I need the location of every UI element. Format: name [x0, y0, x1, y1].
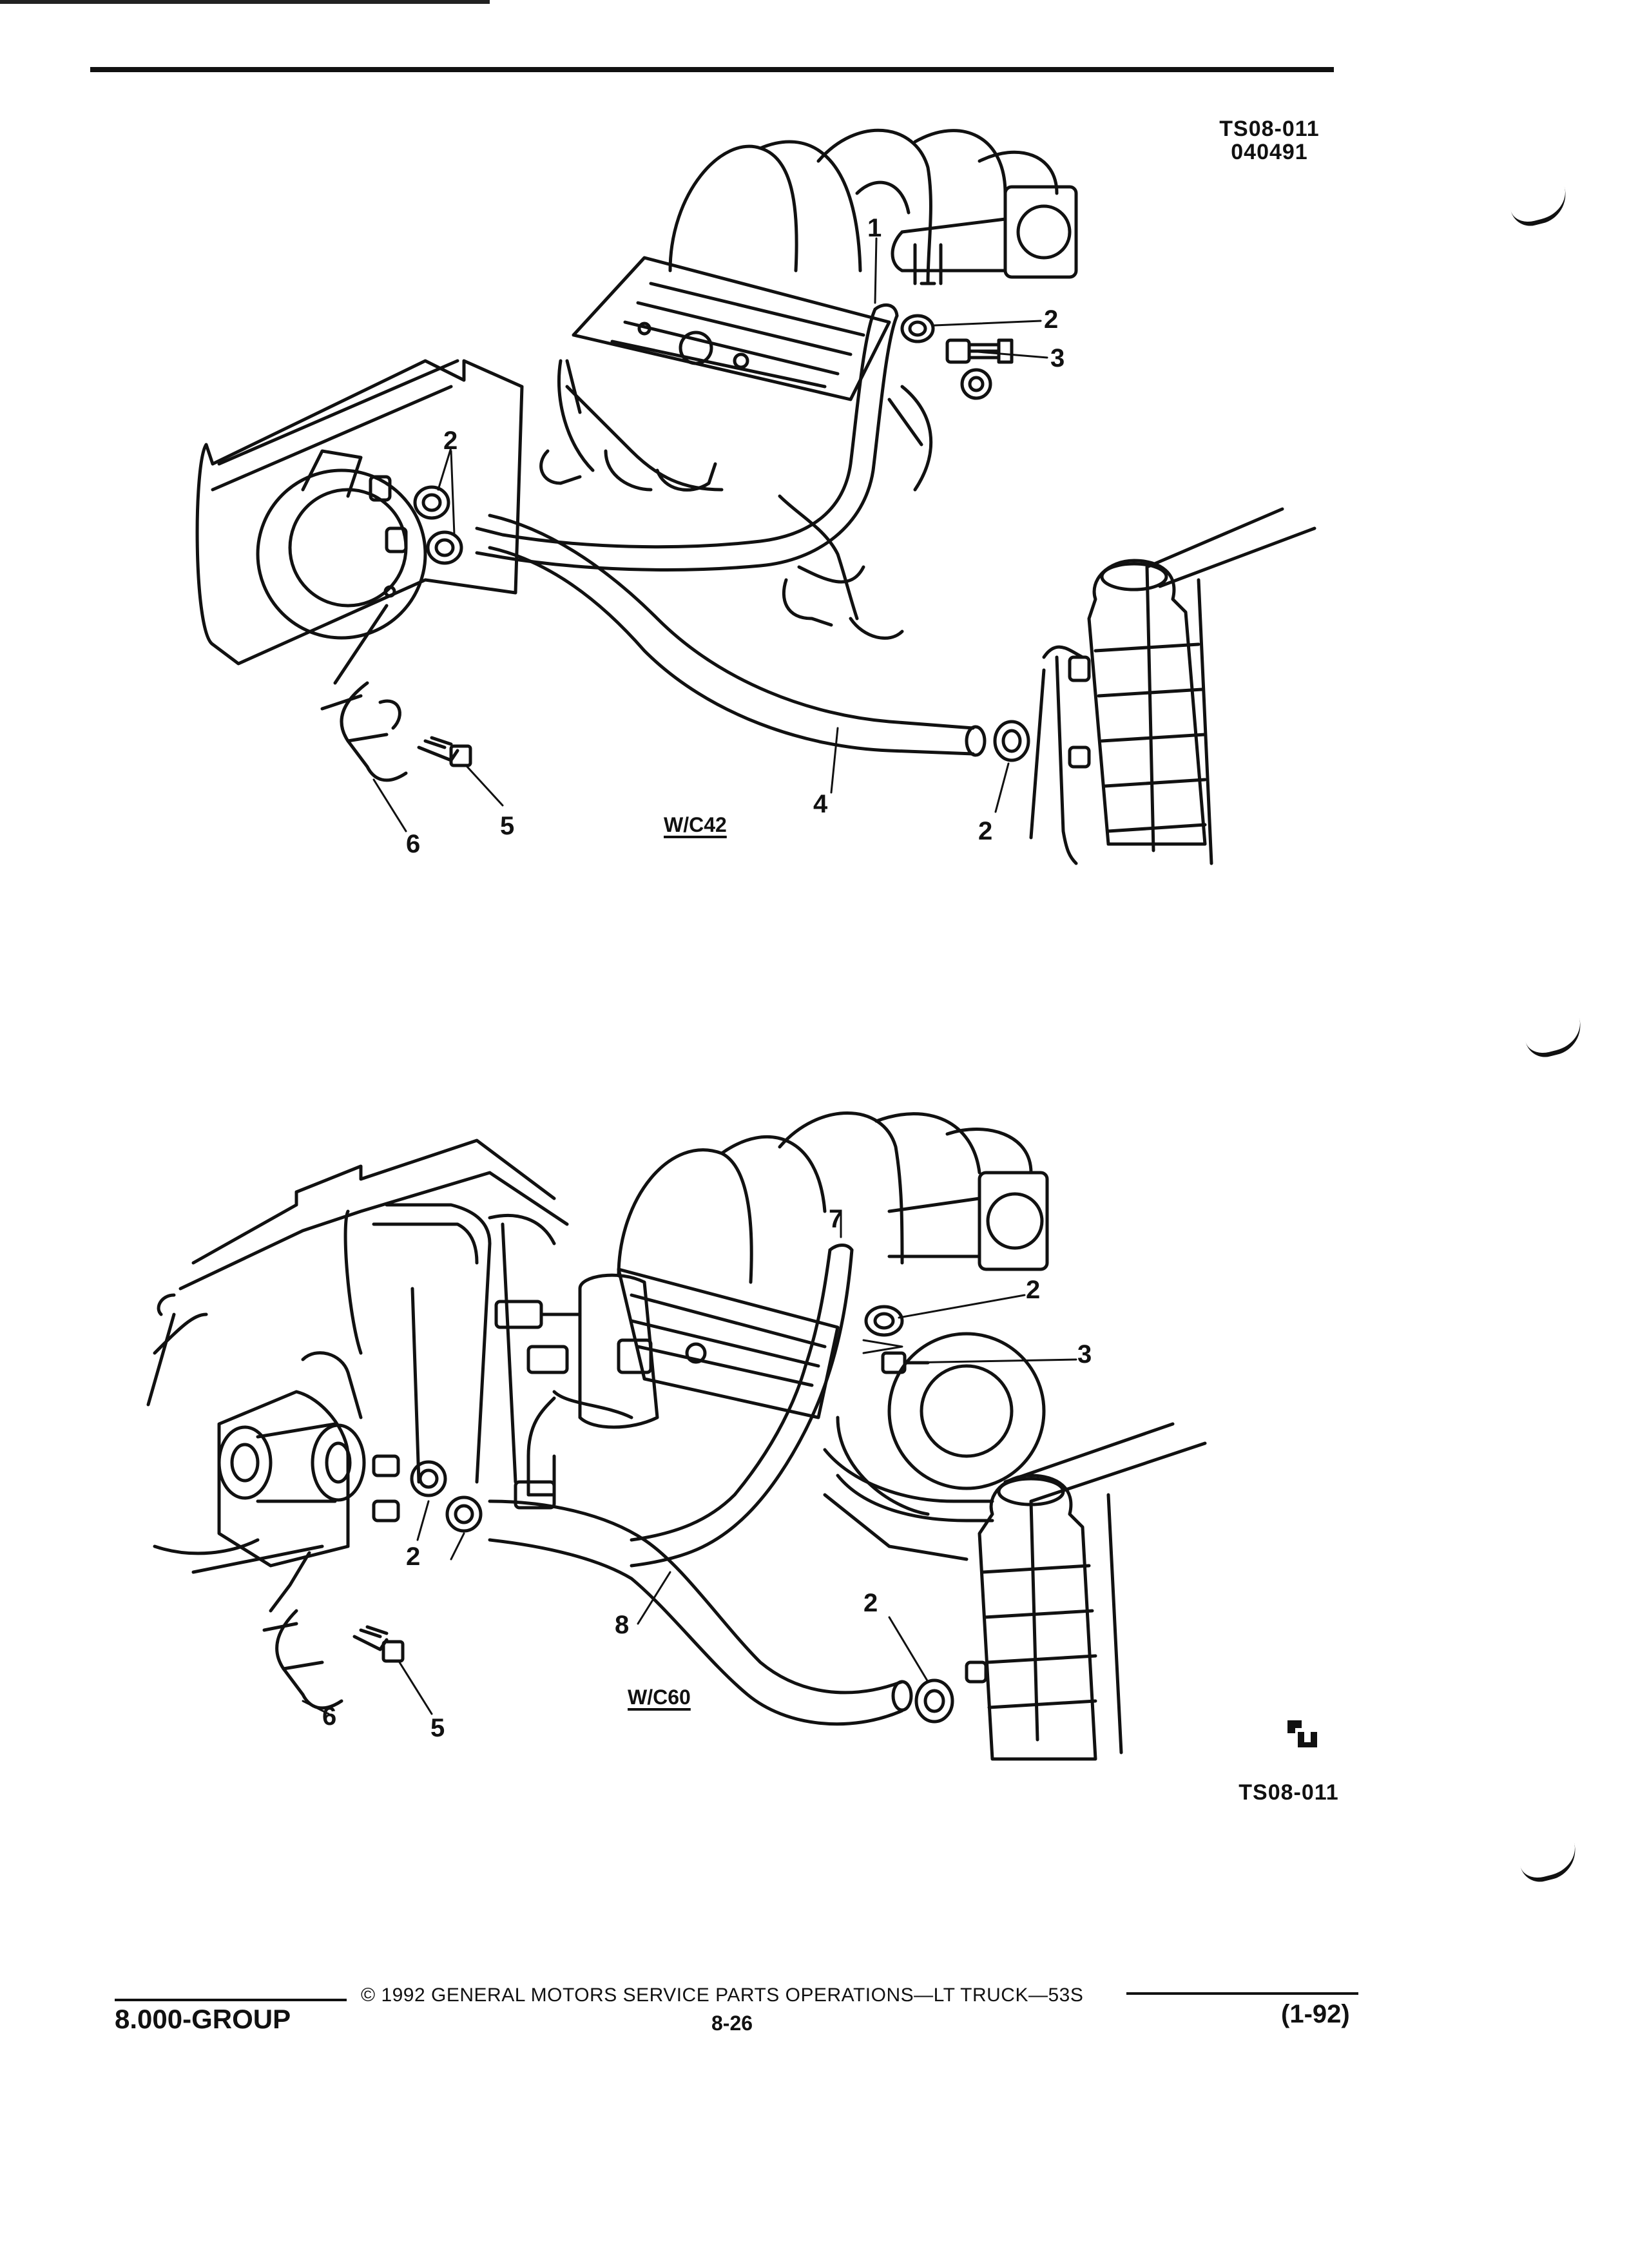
intake-manifold — [668, 128, 1078, 285]
callout-number: 7 — [829, 1205, 843, 1233]
scan-corner-mark — [0, 0, 490, 18]
ac-accumulator — [494, 1273, 659, 1510]
footer-date: (1-92) — [1281, 2000, 1350, 2028]
callout-number: 2 — [443, 427, 458, 455]
leader-lines-top — [372, 237, 1048, 832]
hose-7 — [630, 1244, 854, 1568]
variant-label: W/C42 — [664, 813, 727, 836]
callout-number: 2 — [1044, 305, 1059, 334]
bracket-and-screw-bottom — [262, 1551, 405, 1710]
radiator-bottom — [823, 1422, 1207, 1761]
callout-number: 6 — [322, 1702, 337, 1731]
hose-4 — [488, 514, 987, 757]
hose-clamps-top — [413, 314, 1030, 762]
gm-spo-logo-icon — [1282, 1714, 1321, 1761]
callout-number: 2 — [978, 817, 993, 845]
valve-cover — [565, 256, 891, 492]
callout-number: 6 — [406, 830, 421, 858]
radiator-top — [1029, 507, 1316, 865]
heater-housing — [195, 359, 524, 666]
callout-number: 3 — [1077, 1340, 1092, 1369]
callout-number: 5 — [430, 1714, 445, 1742]
callout-number: 8 — [615, 1611, 630, 1639]
figure-code-bottom: TS08-011 — [1239, 1780, 1339, 1805]
leader-lines-bottom — [302, 1210, 1077, 1715]
figure-code: TS08-011 — [1219, 117, 1320, 141]
footer-group: 8.000-GROUP — [115, 2004, 291, 2034]
engine-block — [539, 359, 992, 640]
gm-spo-logo-icon-glyph — [1287, 1720, 1317, 1747]
bracket-and-screw-top — [320, 604, 472, 782]
hose-clamps-bottom — [410, 1305, 954, 1724]
variant-label: W/C60 — [628, 1686, 691, 1709]
hose-8 — [488, 1499, 913, 1726]
footer-rule-right — [1126, 1992, 1358, 1995]
callout-number: 4 — [813, 790, 828, 818]
footer-page-number: 8-26 — [711, 2012, 753, 2035]
firewall-bottom — [146, 1139, 569, 1574]
valve-cover-bottom — [617, 1267, 840, 1419]
fitting-3-top — [945, 338, 1014, 364]
callout-number: 1 — [867, 214, 882, 242]
figure-code-header: TS08-011 040491 — [1199, 117, 1340, 164]
intake-manifold-bottom — [617, 1111, 1049, 1284]
callout-number: 5 — [500, 812, 515, 840]
water-pump — [823, 1332, 1046, 1561]
callout-number: 2 — [1026, 1276, 1041, 1304]
footer-copyright: © 1992 GENERAL MOTORS SERVICE PARTS OPER… — [361, 1984, 1084, 2006]
figure-date: 040491 — [1231, 140, 1308, 164]
callout-number: 2 — [406, 1542, 421, 1571]
header-rule — [90, 67, 1334, 72]
callout-number: 3 — [1050, 344, 1065, 372]
callout-number: 2 — [863, 1589, 878, 1617]
blower-motor — [217, 1351, 400, 1568]
footer-rule-left — [115, 1999, 347, 2001]
